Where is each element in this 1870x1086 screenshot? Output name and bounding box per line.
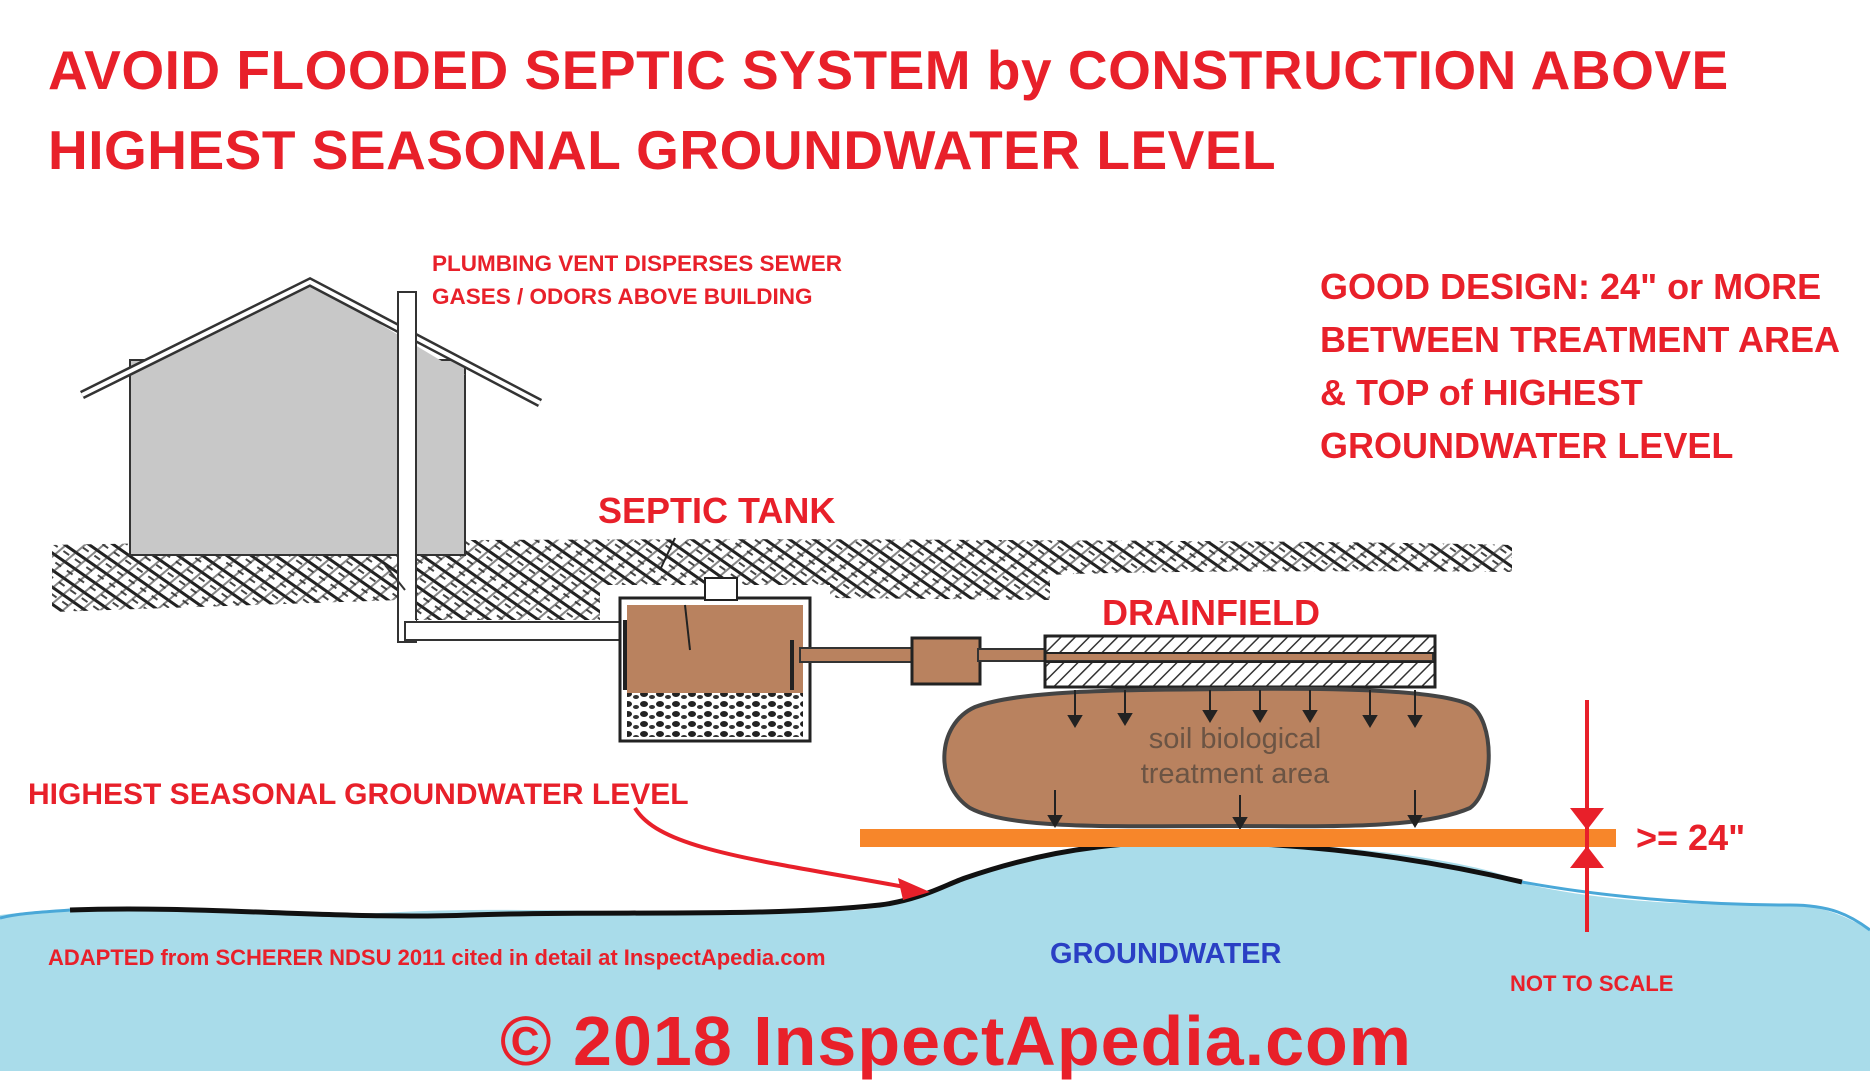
groundwater-level-arrow — [633, 806, 930, 900]
good-design-line-3: & TOP of HIGHEST — [1320, 372, 1643, 413]
highest-groundwater-label: HIGHEST SEASONAL GROUNDWATER LEVEL — [28, 778, 689, 811]
not-to-scale-label: NOT TO SCALE — [1510, 971, 1674, 996]
drainfield-bed — [1043, 634, 1437, 689]
diagram-title: AVOID FLOODED SEPTIC SYSTEM by CONSTRUCT… — [48, 30, 1729, 190]
good-design-line-2: BETWEEN TREATMENT AREA — [1320, 319, 1840, 360]
house — [80, 276, 543, 556]
copyright-watermark: © 2018 InspectApedia.com — [500, 1002, 1413, 1080]
soil-label-line-1: soil biological — [1148, 723, 1322, 755]
soil-label-line-2: treatment area — [1140, 758, 1330, 790]
source-credit: ADAPTED from SCHERER NDSU 2011 cited in … — [48, 945, 826, 970]
separation-marker — [1570, 700, 1604, 932]
good-design-note: GOOD DESIGN: 24" or MORE BETWEEN TREATME… — [1320, 260, 1840, 472]
plumbing-vent-label: PLUMBING VENT DISPERSES SEWER GASES / OD… — [432, 247, 842, 313]
soil-treatment-label: soil biological treatment area — [1110, 722, 1360, 792]
treatment-bottom-level-bar — [860, 829, 1616, 847]
groundwater-label: GROUNDWATER — [1050, 938, 1282, 970]
vent-label-line-2: GASES / ODORS ABOVE BUILDING — [432, 284, 813, 309]
septic-tank-label: SEPTIC TANK — [598, 490, 836, 531]
good-design-line-4: GROUNDWATER LEVEL — [1320, 425, 1734, 466]
septic-tank-leader — [659, 537, 676, 571]
septic-tank — [618, 577, 812, 743]
plumbing-vent-pipe — [384, 291, 631, 643]
percolation-arrows — [1047, 690, 1423, 830]
good-design-line-1: GOOD DESIGN: 24" or MORE — [1320, 266, 1822, 307]
title-line-2: HIGHEST SEASONAL GROUNDWATER LEVEL — [48, 119, 1277, 181]
soil-treatment-area — [942, 686, 1491, 829]
groundwater-body — [0, 841, 1870, 1071]
title-line-1: AVOID FLOODED SEPTIC SYSTEM by CONSTRUCT… — [48, 39, 1729, 101]
drainfield-label: DRAINFIELD — [1102, 592, 1320, 633]
separation-label: >= 24" — [1636, 817, 1746, 858]
vent-label-line-1: PLUMBING VENT DISPERSES SEWER — [432, 251, 843, 276]
